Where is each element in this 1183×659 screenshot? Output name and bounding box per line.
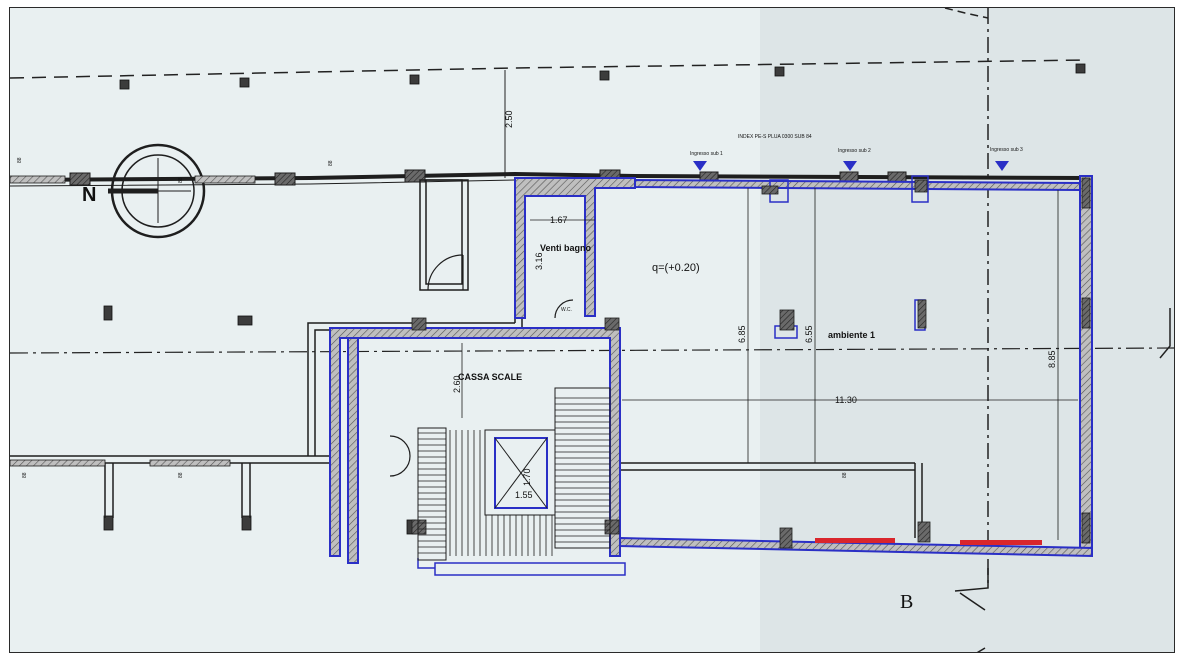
section-b-leader [954, 568, 989, 592]
section-b-lower-arrow [976, 647, 986, 652]
grid-tag: 88 [22, 472, 28, 478]
stair-treads [418, 397, 610, 556]
center-axis-dashdot [10, 347, 1174, 354]
top-boundary-dashed [10, 59, 1086, 79]
stair-room-label: CASSA SCALE [458, 372, 522, 382]
floor-plan-drawing: 2.50 88 88 88 88 88 88 88 [10, 8, 1174, 653]
wall-segments [10, 175, 256, 467]
facade-wall-inner [10, 179, 516, 187]
facade-columns [69, 169, 907, 186]
section-b-arrow [1159, 308, 1171, 359]
bathroom-label: Venti bagno [540, 243, 592, 253]
wc-label: W.C. [561, 307, 572, 313]
entrance-3-label: Ingresso sub 3 [990, 147, 1023, 153]
new-walls-blue [329, 175, 1093, 564]
entrance-1-label: Ingresso sub 1 [690, 151, 723, 157]
dim-lift-width: 1.55 [515, 490, 533, 500]
staircase [417, 387, 611, 561]
dim-stair-top: 2.60 [452, 375, 462, 393]
dim-room-height-2: 6.55 [804, 325, 814, 343]
dim-bath-width: 1.67 [550, 215, 568, 225]
dim-top-offset: 2.50 [504, 110, 514, 128]
dim-room-length: 11.30 [835, 395, 857, 405]
compass-icon: N [82, 143, 206, 239]
room-label: ambiente 1 [828, 330, 875, 340]
level-label: q=(+0.20) [652, 262, 700, 274]
grid-tag: 88 [178, 177, 184, 183]
top-note-label: INDEX PE-S PLUA 0300 SUB 84 [738, 134, 812, 140]
structural-columns [411, 177, 1091, 549]
dim-right-height: 8.85 [1047, 350, 1057, 368]
grid-columns-middle [103, 305, 253, 326]
grid-columns-bottom [103, 515, 417, 535]
dim-room-height-1: 6.85 [737, 325, 747, 343]
entrance-markers [693, 161, 1009, 171]
grid-tag: 88 [328, 160, 334, 166]
grid-tag: 88 [178, 472, 184, 478]
section-b-arrow-line [959, 592, 986, 611]
top-corner-dashdot [944, 8, 989, 19]
dim-bath-depth: 3.16 [534, 252, 544, 270]
section-mark-b-lower: B [898, 651, 911, 653]
grid-tag: 88 [842, 472, 848, 478]
floor-plan-frame: 2.50 88 88 88 88 88 88 88 [9, 7, 1175, 653]
grid-tag: 88 [17, 157, 23, 163]
windows-red [815, 538, 1042, 545]
section-mark-b: B [900, 591, 913, 613]
door-swings [389, 254, 574, 477]
grid-columns-top [119, 63, 1086, 90]
paper-shading [760, 8, 1174, 652]
compass-letter: N [82, 184, 96, 206]
entrance-2-label: Ingresso sub 2 [838, 148, 871, 154]
room-dimension-lines [461, 188, 1078, 540]
dim-lift-depth: 1.70 [522, 468, 532, 486]
